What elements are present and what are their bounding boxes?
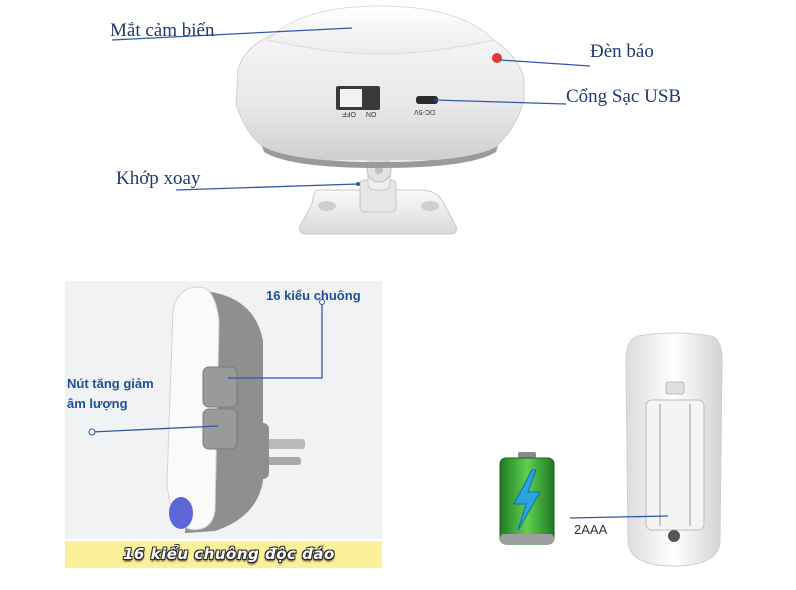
chime-banner: 16 kiểu chuông độc đáo [65, 541, 382, 568]
label-volume-button-line1: Nút tăng giảm [67, 376, 154, 391]
label-swivel-joint: Khớp xoay [116, 168, 201, 189]
battery-charging-icon [499, 452, 555, 545]
chime-banner-text: 16 kiểu chuông độc đáo [123, 545, 335, 563]
remote-illustration [625, 332, 723, 567]
label-volume-button-line2: âm lượng [67, 396, 128, 411]
label-sensor-eye: Mắt cảm biến [110, 20, 215, 41]
top-leader-lines [111, 27, 591, 191]
receiver-illustration [166, 286, 305, 533]
battery-icon [496, 452, 558, 548]
label-2aaa: 2AAA [574, 522, 608, 537]
label-usb-port: Cổng Sạc USB [566, 86, 682, 107]
motion-sensor-illustration [235, 5, 525, 235]
label-indicator-light: Đèn báo [590, 41, 654, 62]
label-16-chimes: 16 kiểu chuông [266, 288, 361, 303]
